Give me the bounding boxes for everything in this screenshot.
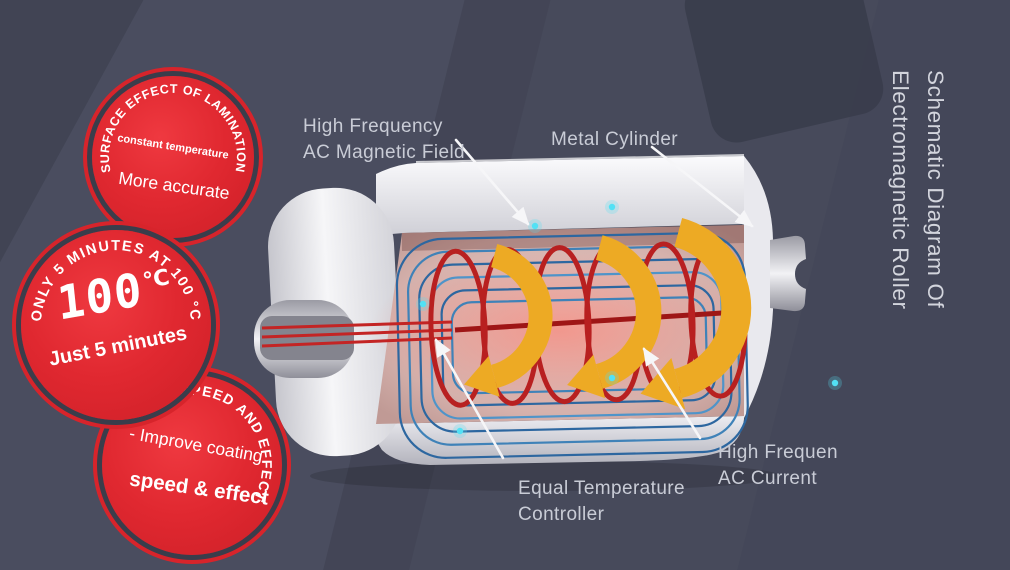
label-temperature-controller: Equal Temperature Controller bbox=[518, 476, 685, 528]
right-shaft bbox=[770, 235, 806, 312]
label-ac-current: High Frequen AC Current bbox=[718, 440, 838, 492]
temperature-number: 100 bbox=[54, 261, 146, 331]
top-edge-highlight bbox=[415, 154, 745, 163]
pointer-arrows bbox=[434, 138, 754, 460]
label-line: AC Magnetic Field bbox=[303, 142, 466, 164]
label-line: High Frequency bbox=[303, 116, 443, 137]
label-metal-cylinder: Metal Cylinder bbox=[551, 127, 678, 153]
cylinder-shadow bbox=[310, 461, 780, 491]
pointer-metal-cylinder bbox=[650, 145, 754, 228]
bottom-shell bbox=[374, 416, 744, 465]
page-title-line-2: Electromagnetic Roller bbox=[888, 70, 914, 310]
top-shell bbox=[376, 156, 744, 236]
label-line: Controller bbox=[518, 504, 605, 526]
label-line: Equal Temperature bbox=[518, 478, 685, 499]
temperature-unit: ℃ bbox=[140, 265, 172, 295]
badge-surface-effect: SURFACE EFFECT OF LAMINATION constant te… bbox=[92, 76, 254, 238]
page-title: Schematic Diagram Of Electromagnetic Rol… bbox=[882, 70, 952, 310]
power-wires bbox=[261, 320, 453, 348]
label-line: Metal Cylinder bbox=[551, 129, 679, 150]
label-line: AC Current bbox=[718, 468, 818, 490]
label-line: High Frequen bbox=[718, 442, 838, 463]
pointer-temperature-controller bbox=[434, 338, 505, 460]
label-magnetic-field: High Frequency AC Magnetic Field bbox=[303, 114, 465, 166]
glow-dots bbox=[416, 200, 842, 438]
badge-100c: ONLY 5 MINUTES AT 100 °C 100℃ Just 5 min… bbox=[21, 230, 211, 420]
page-title-line-1: Schematic Diagram Of bbox=[923, 70, 948, 309]
pointer-magnetic-field bbox=[454, 138, 530, 226]
pointer-ac-current bbox=[642, 347, 702, 440]
